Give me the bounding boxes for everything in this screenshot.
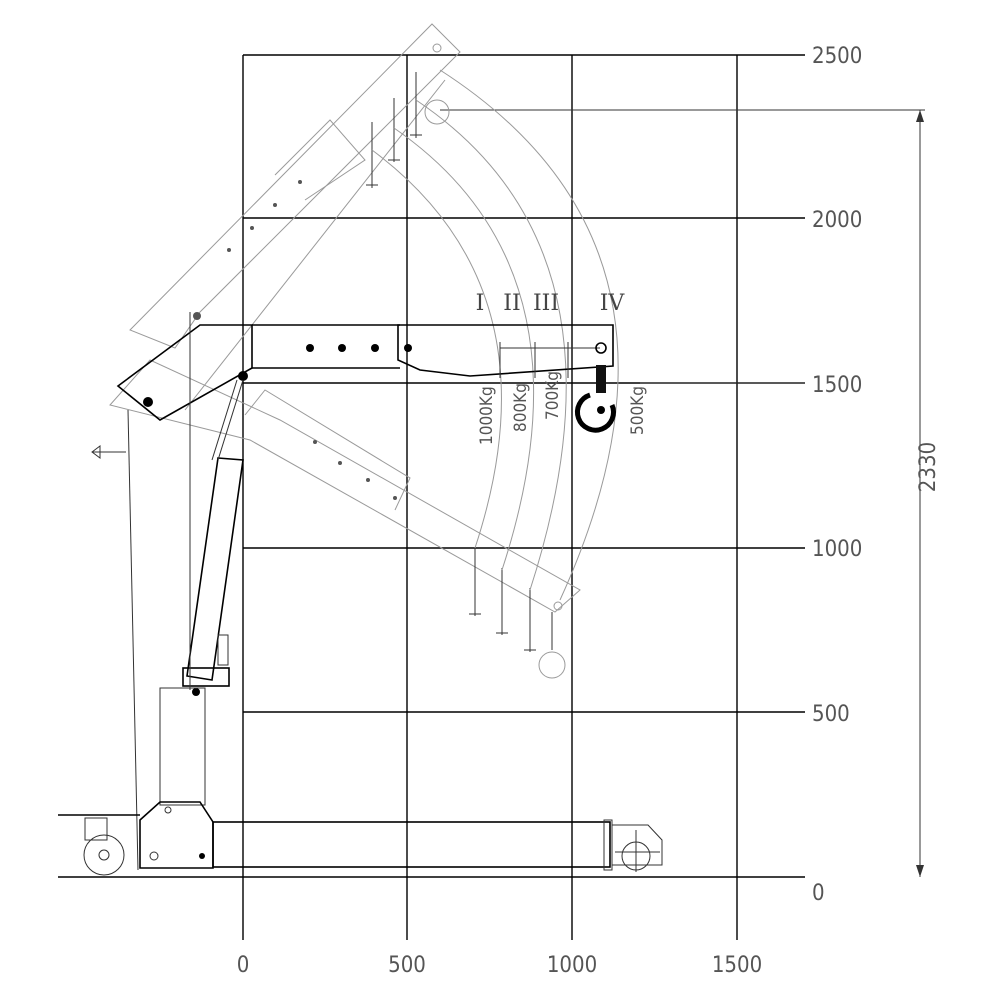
boom-raised-hole-1 — [298, 180, 302, 184]
cylinder-rod — [217, 379, 244, 461]
load-label: 1000Kg — [477, 386, 497, 445]
x-axis-ticks: 0 500 1000 1500 — [237, 953, 762, 978]
base-leg — [212, 821, 611, 868]
boom-raised-hole-2 — [273, 203, 277, 207]
boom-raised-ghost — [129, 23, 461, 411]
reach-arcs — [371, 69, 619, 601]
boom-tip-pin — [595, 342, 607, 354]
boom-raised-outline — [129, 23, 461, 349]
boom-hole-4 — [404, 344, 412, 352]
y-tick-label: 1500 — [812, 373, 862, 398]
hook-chain — [596, 365, 606, 393]
arc-position-III — [415, 99, 567, 591]
arc-position-I — [371, 149, 502, 549]
boom-pivot-pin — [143, 397, 153, 407]
boom-lowered-ghost — [109, 359, 581, 679]
hook — [575, 365, 616, 433]
load-label: 500Kg — [628, 386, 648, 435]
position-label: III — [533, 291, 559, 316]
boom-raised-tip — [432, 43, 442, 53]
position-label: II — [503, 291, 520, 316]
boom-lowered-outline — [109, 359, 581, 613]
boom-hole-3 — [371, 344, 379, 352]
hook-lowered-ghost — [538, 651, 566, 679]
load-label: 800Kg — [511, 383, 531, 432]
arc-position-II — [393, 127, 534, 571]
boom-extension — [397, 324, 614, 377]
x-tick-label: 500 — [388, 953, 426, 978]
cylinder-bottom-pin — [192, 688, 200, 696]
hydraulic-cylinder — [182, 379, 244, 696]
y-tick-label: 1000 — [812, 537, 862, 562]
boom-horizontal — [116, 324, 614, 421]
mast-left-edge — [127, 409, 139, 871]
rear-wheel — [83, 834, 125, 876]
mast — [91, 312, 206, 871]
boom-lowered-sleeve — [244, 389, 411, 511]
cylinder-body — [186, 457, 244, 681]
y-tick-label: 500 — [812, 702, 850, 727]
dimension-label: 2330 — [916, 442, 941, 492]
cylinder-base — [182, 667, 230, 687]
cylinder-top-pin — [238, 371, 248, 381]
boom-lowered-hole-1 — [313, 440, 317, 444]
boom-lowered-hole-2 — [338, 461, 342, 465]
boom-raised-sleeve — [274, 119, 366, 201]
boom-hole-1 — [306, 344, 314, 352]
load-label: 700Kg — [543, 371, 563, 420]
boom-lowered-hole-4 — [393, 496, 397, 500]
base-frame — [58, 801, 663, 876]
position-label: I — [476, 291, 485, 316]
boom-raised-hole-3 — [250, 226, 254, 230]
boom-raised-hole-4 — [227, 248, 231, 252]
arc-position-IV — [439, 69, 619, 601]
hook-body — [575, 392, 616, 433]
y-tick-label: 0 — [812, 881, 825, 906]
boom-lowered-tip — [553, 601, 563, 611]
dimension-arrow-top — [916, 110, 924, 122]
x-tick-label: 0 — [237, 953, 250, 978]
boom-lowered-hole-3 — [366, 478, 370, 482]
x-tick-label: 1500 — [712, 953, 762, 978]
position-label: IV — [600, 291, 626, 316]
base-front-wheel-housing — [611, 824, 663, 866]
x-tick-label: 1000 — [547, 953, 597, 978]
load-labels: 1000Kg 800Kg 700Kg 500Kg — [477, 371, 648, 445]
hook-raised-ghost — [424, 99, 450, 125]
boom-hole-2 — [338, 344, 346, 352]
y-tick-label: 2500 — [812, 44, 862, 69]
y-axis-ticks: 2500 2000 1500 1000 500 0 — [812, 44, 862, 906]
mast-sleeve — [159, 687, 206, 806]
boom-raised-edge — [184, 79, 446, 411]
pump-handle — [217, 634, 229, 666]
dimension-arrow-bottom — [916, 865, 924, 877]
boom-pivot-plate — [116, 324, 253, 421]
height-dimension — [440, 109, 925, 877]
y-tick-label: 2000 — [812, 208, 862, 233]
